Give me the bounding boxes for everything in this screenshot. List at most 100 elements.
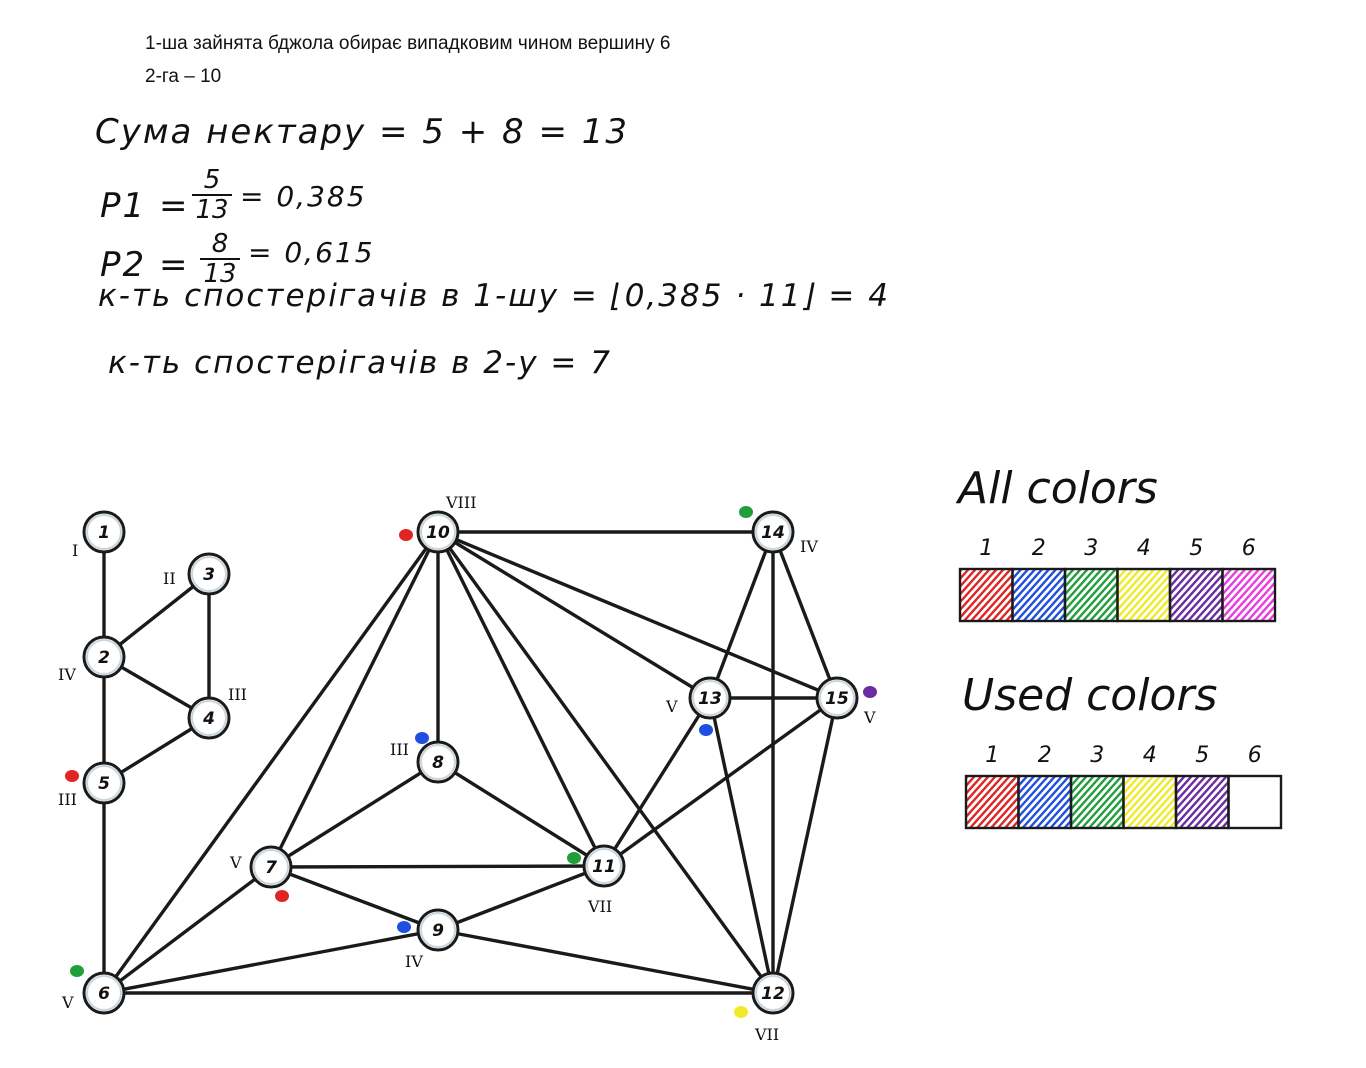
all-colors-swatch-4 — [1116, 567, 1172, 623]
edge-8-11 — [436, 760, 606, 868]
p2-denominator: 13 — [203, 259, 237, 289]
edge-10-12 — [436, 530, 775, 995]
p1-denominator: 13 — [195, 195, 229, 225]
edge-10-13 — [436, 530, 712, 700]
node-number: 2 — [98, 648, 110, 668]
edge-10-15 — [436, 530, 839, 700]
p2-numerator: 8 — [200, 230, 240, 260]
node-number: 8 — [432, 753, 444, 773]
all-colors-swatch-3 — [1063, 567, 1119, 623]
all-colors-number-4: 4 — [1137, 536, 1151, 561]
color-mark-9 — [397, 921, 411, 933]
all-colors-number-2: 2 — [1032, 536, 1046, 561]
node-roman-label: IV — [800, 537, 818, 556]
used-colors-number-5: 5 — [1195, 743, 1209, 768]
edge-7-8 — [269, 760, 440, 869]
used-colors-swatch-2 — [1017, 774, 1073, 830]
used-colors-swatch-5 — [1174, 774, 1230, 830]
color-mark-13 — [699, 724, 713, 736]
node-circle — [249, 845, 293, 889]
edge-9-11 — [436, 864, 606, 932]
node-inner-ring — [253, 849, 289, 885]
node-number: 5 — [98, 774, 110, 794]
node-number: 11 — [592, 857, 616, 877]
node-number: 4 — [202, 709, 215, 729]
color-mark-14 — [739, 506, 753, 518]
node-inner-ring — [420, 514, 456, 550]
node-number: 6 — [98, 984, 110, 1004]
node-number: 7 — [265, 858, 277, 878]
node-circle — [187, 552, 231, 596]
edge-10-11 — [436, 530, 606, 868]
graph-edges — [102, 530, 839, 995]
node-number: 12 — [761, 984, 785, 1004]
node-roman-label: VII — [754, 1025, 779, 1044]
edge-6-7 — [102, 865, 273, 995]
used-colors-swatch-3 — [1069, 774, 1125, 830]
node-inner-ring — [586, 848, 622, 884]
used-colors-swatch-1 — [964, 774, 1020, 830]
typed-line-1: 1-ша зайнята бджола обирає випадковим чи… — [145, 33, 671, 54]
node-roman-label: VIII — [445, 493, 477, 512]
all-colors-number-5: 5 — [1189, 536, 1203, 561]
color-mark-5 — [65, 770, 79, 782]
node-inner-ring — [86, 514, 122, 550]
node-number: 14 — [761, 523, 785, 543]
color-mark-11 — [567, 852, 581, 864]
edge-6-9 — [102, 928, 440, 995]
node-number: 15 — [825, 689, 849, 709]
node-circle — [416, 740, 460, 784]
node-roman-label: II — [163, 569, 176, 588]
color-mark-15 — [863, 686, 877, 698]
all-colors-swatch-6 — [1221, 567, 1277, 623]
p1-value: = 0,385 — [240, 180, 367, 213]
edge-7-10 — [269, 530, 440, 869]
used-colors-number-4: 4 — [1143, 743, 1157, 768]
node-8: 8 III — [390, 740, 460, 784]
node-roman-label: III — [58, 790, 77, 809]
node-3: 3II — [163, 552, 231, 596]
color-marks — [65, 506, 877, 1018]
node-inner-ring — [191, 556, 227, 592]
node-number: 9 — [432, 921, 444, 941]
node-circle — [416, 510, 460, 554]
used-colors-number-1: 1 — [985, 743, 999, 768]
all-colors-swatch-5 — [1168, 567, 1224, 623]
node-roman-label: VII — [587, 897, 612, 916]
color-mark-6 — [70, 965, 84, 977]
all-colors-title: All colors — [955, 463, 1158, 514]
node-7: 7V — [229, 845, 293, 889]
edge-11-15 — [602, 696, 839, 868]
node-circle — [416, 908, 460, 952]
node-6: 6V — [61, 971, 126, 1015]
node-roman-label: III — [390, 740, 409, 759]
edge-12-13 — [708, 696, 775, 995]
node-circle — [187, 696, 231, 740]
node-roman-label: V — [863, 708, 876, 727]
all-colors-number-1: 1 — [979, 536, 993, 561]
node-15: 15V — [815, 676, 876, 727]
node-circle — [815, 676, 859, 720]
node-inner-ring — [755, 975, 791, 1011]
edge-7-9 — [269, 865, 440, 932]
used-colors-swatch-4 — [1122, 774, 1178, 830]
node-inner-ring — [86, 639, 122, 675]
node-circle — [82, 761, 126, 805]
node-circle — [751, 971, 795, 1015]
node-roman-label: V — [665, 697, 678, 716]
typed-line-2: 2-га – 10 — [145, 66, 222, 87]
node-inner-ring — [86, 765, 122, 801]
p1-numerator: 5 — [192, 166, 232, 196]
node-2: 2IV — [58, 635, 126, 684]
used-colors-number-3: 3 — [1090, 743, 1104, 768]
node-circle — [688, 676, 732, 720]
edge-6-10 — [102, 530, 440, 995]
color-mark-10 — [399, 529, 413, 541]
node-inner-ring — [692, 680, 728, 716]
color-mark-8 — [415, 732, 429, 744]
node-13: 13V — [665, 676, 732, 720]
